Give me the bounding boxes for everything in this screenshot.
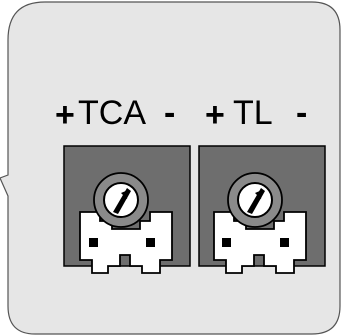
trim-screw-icon-tl: [227, 172, 283, 228]
plus-sign-tl: +: [205, 96, 225, 134]
terminal-block-tl: [198, 145, 326, 274]
clip-tca: [79, 211, 173, 274]
terminal-label-tca: + TCA -: [55, 94, 175, 134]
contact-icon-tl-left: [222, 238, 231, 247]
plus-sign-tca: +: [55, 96, 75, 134]
terminal-block-tca: [63, 145, 191, 274]
clip-tl: [213, 211, 307, 274]
contact-icon-tca-right: [146, 238, 155, 247]
trim-screw-icon-tca: [93, 172, 149, 228]
minus-sign-tl: -: [296, 94, 307, 132]
contact-icon-tca-left: [89, 238, 98, 247]
minus-sign-tca: -: [164, 94, 175, 132]
label-tl: TL: [233, 94, 273, 132]
label-tca: TCA: [78, 94, 146, 132]
terminal-label-tl: + TL -: [205, 94, 307, 134]
contact-icon-tl-right: [280, 238, 289, 247]
